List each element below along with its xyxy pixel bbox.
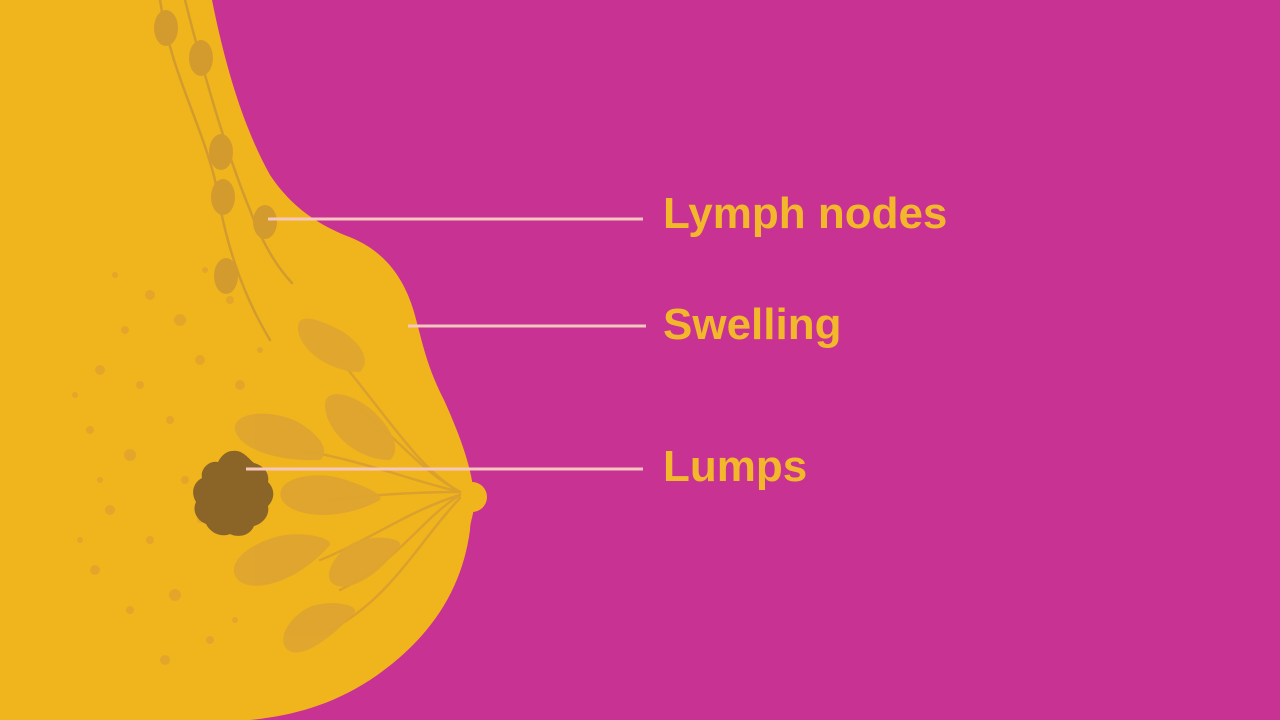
lobe bbox=[325, 394, 396, 460]
nipple bbox=[457, 482, 487, 512]
label-swelling: Swelling bbox=[663, 300, 842, 349]
lump bbox=[193, 450, 274, 536]
breast-silhouette bbox=[0, 0, 475, 720]
lobe bbox=[280, 475, 381, 515]
lymph-node bbox=[211, 179, 235, 215]
lobe bbox=[297, 318, 365, 372]
lymph-node bbox=[154, 10, 178, 46]
lymph-node bbox=[209, 134, 233, 170]
leader-lines bbox=[246, 217, 646, 471]
lobe bbox=[233, 534, 331, 586]
lymph-node bbox=[189, 40, 213, 76]
label-lymph-nodes: Lymph nodes bbox=[663, 189, 948, 238]
lymph-nodes bbox=[154, 10, 277, 294]
lymph-node bbox=[253, 205, 277, 239]
lymph-node bbox=[214, 258, 238, 294]
lobe bbox=[283, 603, 356, 653]
lobe bbox=[328, 537, 401, 587]
breast-lobes bbox=[233, 318, 401, 653]
lobe bbox=[234, 413, 325, 461]
label-lumps: Lumps bbox=[663, 442, 808, 491]
tissue-speckles bbox=[72, 267, 263, 665]
